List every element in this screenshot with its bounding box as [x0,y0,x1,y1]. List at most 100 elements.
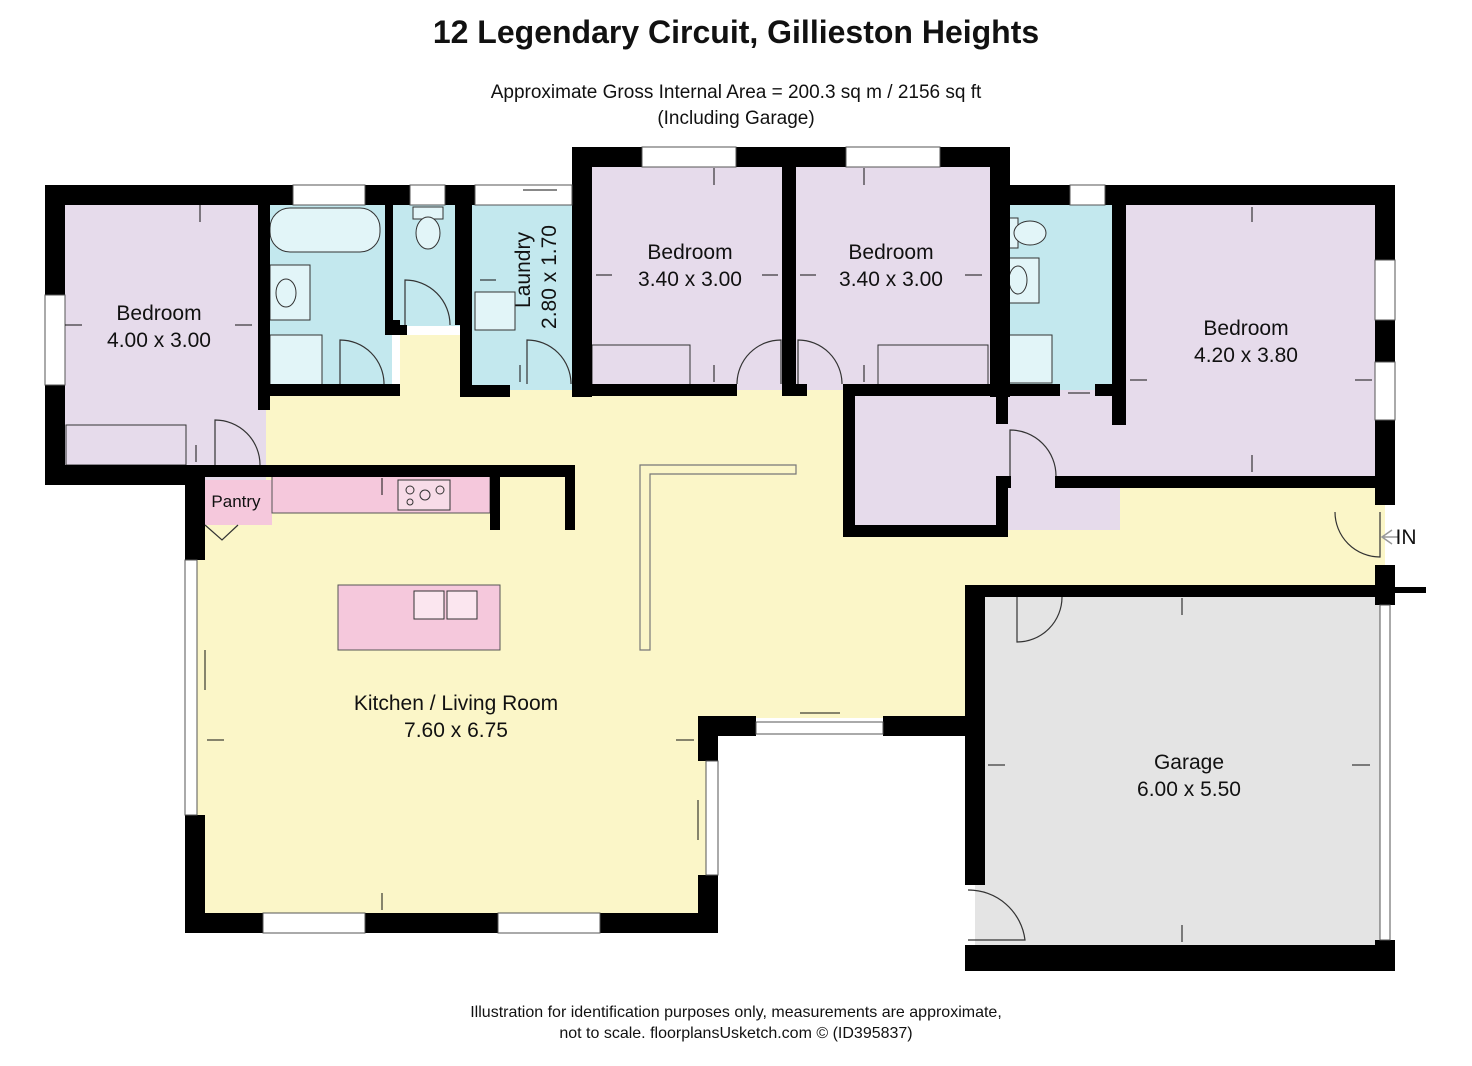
area-line: Approximate Gross Internal Area = 200.3 … [490,82,982,103]
door-swing [339,339,385,385]
window [845,146,941,168]
shower [269,334,323,386]
door-swing [1016,596,1063,643]
cooktop-burner [435,485,445,495]
window [184,559,198,816]
bedroom-east-dims: 4.20 x 3.80 [1194,344,1298,367]
wall [965,945,1395,971]
toilet-bowl [415,216,441,250]
labels: Bedroom 4.00 x 3.00 Bedroom 3.40 x 3.00 … [107,225,1416,801]
wall [782,160,796,396]
sink-bowl [446,590,478,620]
window [1069,184,1106,206]
window [262,912,366,934]
door-swing [967,889,1026,941]
wall [996,476,1011,488]
door-swing [1334,511,1381,558]
vanity [269,264,311,321]
wall [1055,476,1385,488]
wall [843,384,855,536]
wall [782,384,807,396]
window [497,912,601,934]
wall [1375,185,1395,260]
kitchen-bench [271,475,491,514]
bedroom-3-name: Bedroom [848,241,933,264]
wall [965,585,985,885]
window [1379,604,1391,941]
bedroom-east-fill [1120,196,1382,480]
wall [460,385,510,397]
wall [600,913,718,933]
wall [490,465,500,530]
door-swing [526,339,572,385]
wall [1375,320,1395,362]
wall [572,384,737,396]
wall [185,465,205,560]
window [705,760,719,876]
bedroom-west-name: Bedroom [116,302,201,325]
window [292,184,366,206]
wall [185,913,263,933]
wall [365,913,498,933]
wall [975,585,1395,597]
door-swing [736,339,782,385]
area-note: (Including Garage) [657,108,815,129]
laundry-dims: 2.80 x 1.70 [538,225,561,329]
doors [204,279,1381,941]
footer-line-1: Illustration for identification purposes… [470,1004,1002,1021]
wall [698,875,718,933]
basin [275,278,297,308]
wall [385,200,393,325]
pantry-fill [200,480,272,525]
garage-name: Garage [1154,751,1224,774]
garage-fill [975,590,1385,965]
wall [990,147,1010,397]
door-swing [404,279,451,326]
door-swing [1009,429,1057,477]
laundry-name: Laundry [512,232,535,308]
bedroom-2-fill [585,160,788,390]
wall [1000,384,1060,396]
wall [393,325,407,335]
wall [1105,185,1395,205]
entry-arrow [1380,529,1398,545]
wall [843,525,1008,537]
wall [883,716,981,736]
wall [996,384,1008,424]
wall [45,185,65,295]
bedroom-2-name: Bedroom [647,241,732,264]
wall [990,185,1070,205]
west-hall-fill [196,410,266,490]
windows [44,146,1396,941]
wall [45,385,65,485]
wall [258,185,293,205]
bedroom-2-dims: 3.40 x 3.00 [638,268,742,291]
entry-arrow-icon [1380,529,1398,545]
cooktop [397,479,451,511]
wall [262,384,400,396]
ensuite-closet-fill-2 [1000,390,1120,485]
wall [1390,587,1426,593]
cooktop-burner [419,489,431,501]
bedroom-east-name: Bedroom [1203,317,1288,340]
kitchen-dims: 7.60 x 6.75 [404,719,508,742]
window [641,146,737,168]
wall [1375,940,1395,970]
half-wall [639,464,797,651]
wall [45,185,263,205]
bedroom-west-dims: 4.00 x 3.00 [107,329,211,352]
dimension-marks [65,168,1372,942]
ensuite-toilet-bowl [1013,220,1047,246]
ensuite-shower [1003,334,1053,384]
wall [1095,384,1125,396]
window [755,721,884,735]
wall [185,465,575,477]
kitchen-name: Kitchen / Living Room [354,692,558,715]
sink-bowl [413,590,445,620]
door-swing [214,419,261,466]
wall [185,815,205,933]
wall [572,147,592,397]
window [44,294,66,386]
window [409,184,446,206]
